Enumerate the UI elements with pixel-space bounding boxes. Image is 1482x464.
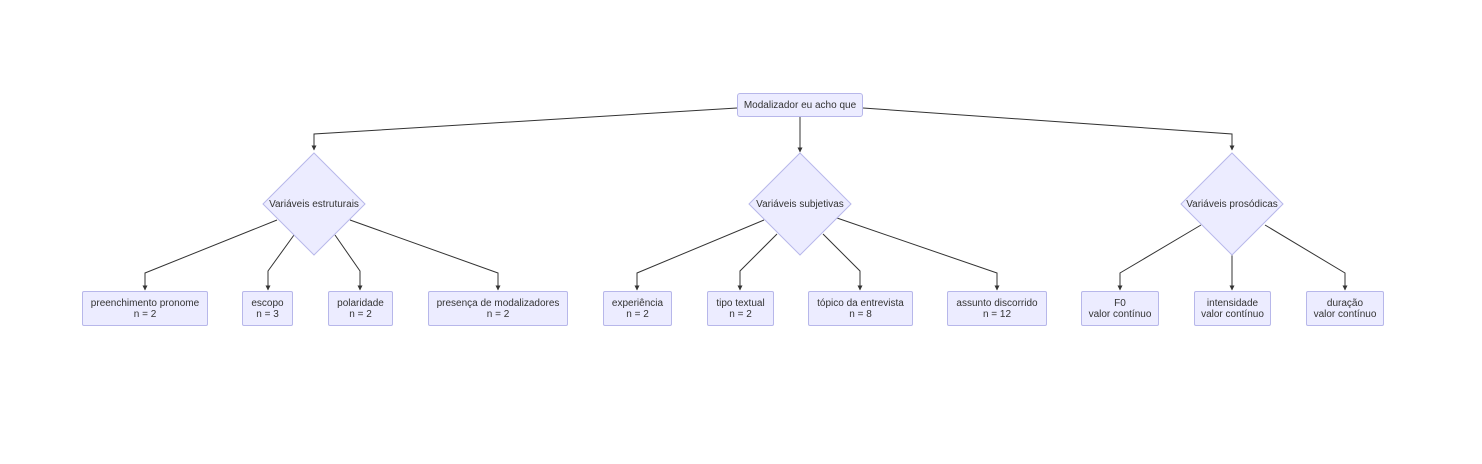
diamond-shape [748,152,852,256]
leaf-label: preenchimento pronome [90,297,200,309]
edge-structural-to-leaf-1 [142,219,278,291]
category-node-structural[interactable]: Variáveis estruturais [262,152,366,256]
leaf-detail: n = 2 [133,308,157,320]
diamond-shape [262,152,366,256]
leaf-node-preenchimento-pronome[interactable]: preenchimento pronome n = 2 [82,291,208,326]
leaf-detail: valor contínuo [1088,308,1152,320]
leaf-node-assunto-discorrido[interactable]: assunto discorrido n = 12 [947,291,1047,326]
leaf-detail: n = 2 [349,308,372,320]
leaf-detail: valor contínuo [1201,308,1264,320]
leaf-node-intensidade[interactable]: intensidade valor contínuo [1194,291,1271,326]
leaf-label: assunto discorrido [956,297,1038,309]
leaf-detail: n = 12 [982,308,1012,320]
edge-subjective-to-leaf-4 [836,217,1000,291]
leaf-detail: n = 2 [486,308,510,320]
leaf-label: polaridade [337,297,384,309]
category-label: Variáveis subjetivas [756,198,844,210]
leaf-detail: n = 2 [626,308,649,320]
leaf-detail: valor contínuo [1313,308,1377,320]
category-label: Variáveis prosódicas [1186,198,1278,210]
edge-root-to-prosodic [862,107,1235,151]
category-node-prosodic[interactable]: Variáveis prosódicas [1180,152,1284,256]
category-node-subjective[interactable]: Variáveis subjetivas [748,152,852,256]
edge-structural-to-leaf-2 [265,234,295,291]
edge-prosodic-to-leaf-1 [1117,224,1202,291]
edge-subjective-to-leaf-3 [822,233,863,291]
edge-subjective-to-leaf-2 [737,233,778,291]
category-label: Variáveis estruturais [269,198,359,210]
edge-subjective-to-leaf-1 [634,219,765,291]
edge-structural-to-leaf-3 [334,234,363,291]
root-node-label: Modalizador eu acho que [743,99,857,111]
leaf-label: experiência [611,297,664,309]
root-node[interactable]: Modalizador eu acho que [737,93,863,117]
leaf-node-duracao[interactable]: duração valor contínuo [1306,291,1384,326]
leaf-node-experiencia[interactable]: experiência n = 2 [603,291,672,326]
leaf-node-tipo-textual[interactable]: tipo textual n = 2 [707,291,774,326]
leaf-detail: n = 2 [729,308,752,320]
leaf-label: duração [1326,297,1364,309]
leaf-node-presenca-de-modalizadores[interactable]: presença de modalizadores n = 2 [428,291,568,326]
leaf-label: tipo textual [716,297,765,309]
leaf-label: escopo [251,297,284,309]
diamond-shape [1180,152,1284,256]
leaf-node-f0[interactable]: F0 valor contínuo [1081,291,1159,326]
leaf-detail: n = 3 [256,308,279,320]
edge-structural-to-leaf-4 [349,219,501,291]
leaf-label: F0 [1114,297,1126,309]
leaf-label: tópico da entrevista [817,297,904,309]
leaf-node-polaridade[interactable]: polaridade n = 2 [328,291,393,326]
leaf-detail: n = 8 [849,308,872,320]
leaf-node-topico-da-entrevista[interactable]: tópico da entrevista n = 8 [808,291,913,326]
edge-prosodic-to-leaf-3 [1264,224,1348,291]
leaf-node-escopo[interactable]: escopo n = 3 [242,291,293,326]
edge-root-to-structural [311,107,738,151]
leaf-label: presença de modalizadores [436,297,560,309]
leaf-label: intensidade [1206,297,1259,309]
